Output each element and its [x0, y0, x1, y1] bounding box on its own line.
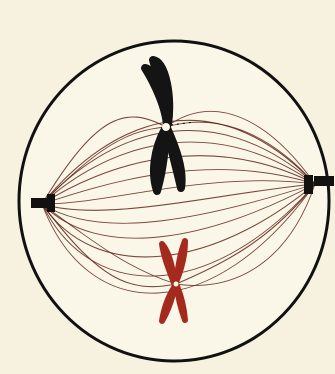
upper-centromere: [162, 123, 170, 131]
right-centrosome-block-b: [314, 176, 334, 186]
left-centrosome-block-a: [31, 198, 47, 208]
cell-membrane: [19, 41, 329, 361]
lower-centromere: [174, 282, 179, 287]
right-centrosome-block-a: [304, 175, 313, 194]
left-centrosome-block-b: [47, 194, 55, 212]
